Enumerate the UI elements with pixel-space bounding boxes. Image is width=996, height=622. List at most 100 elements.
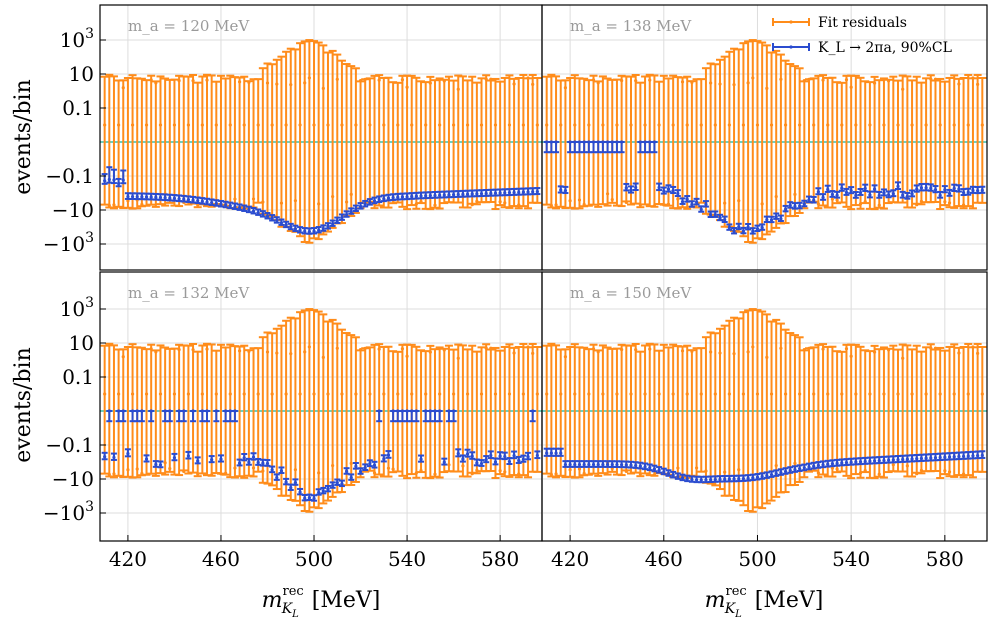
limit-point (924, 186, 928, 190)
limit-point (610, 463, 614, 467)
limit-point (289, 225, 293, 229)
fit-point (769, 123, 774, 127)
limit-point (377, 198, 381, 202)
limit-point (130, 409, 135, 413)
limit-point (489, 453, 493, 458)
limit-point (251, 209, 256, 213)
fit-point (452, 392, 456, 396)
limit-point (680, 200, 685, 204)
fit-point (872, 81, 877, 85)
limit-point (709, 478, 713, 482)
fit-point (317, 202, 321, 206)
limit-point (648, 140, 652, 144)
limit-point (587, 140, 591, 144)
limit-point (807, 465, 811, 469)
fit-point (354, 392, 358, 396)
limit-point (419, 457, 423, 461)
limit-point (573, 462, 577, 467)
fit-point (344, 200, 349, 204)
limit-point (233, 409, 237, 413)
fit-point (835, 467, 839, 471)
fit-point (335, 346, 339, 350)
fit-point (531, 351, 535, 355)
limit-point (774, 215, 778, 219)
limit-point (652, 140, 657, 144)
limit-point (363, 202, 367, 206)
limit-point (830, 462, 835, 466)
fit-point (331, 194, 335, 199)
limit-point (512, 190, 516, 195)
fit-point (340, 123, 344, 127)
limit-point (709, 213, 713, 217)
fit-point (349, 461, 353, 466)
fit-point (605, 192, 610, 196)
fit-point (849, 85, 853, 89)
limit-point (577, 462, 582, 467)
limit-point (121, 178, 125, 182)
limit-point (372, 463, 377, 467)
fit-point (559, 123, 563, 127)
data-layer (100, 39, 542, 244)
fit-point (224, 471, 228, 475)
fit-point (943, 200, 947, 204)
fit-point (563, 86, 568, 90)
y-tick-label: 103 (60, 295, 94, 321)
fit-point (844, 78, 849, 82)
fit-point (798, 123, 802, 127)
limit-point (563, 462, 568, 467)
fit-point (545, 392, 549, 396)
limit-point (549, 140, 553, 144)
limit-point (200, 199, 204, 204)
limit-point (144, 195, 149, 199)
fit-point (158, 392, 163, 396)
fit-point (629, 123, 633, 127)
limit-point (961, 454, 966, 458)
fit-point (158, 123, 163, 127)
limit-point (284, 480, 288, 484)
limit-point (783, 207, 788, 211)
limit-point (377, 409, 381, 413)
limit-point (186, 198, 190, 202)
limit-point (872, 459, 877, 463)
fit-point (629, 392, 633, 396)
fit-point (793, 461, 797, 466)
limit-point (765, 474, 769, 478)
limit-point (751, 229, 755, 233)
fit-point (910, 123, 914, 127)
fit-point (737, 199, 741, 203)
limit-point (382, 197, 386, 201)
limit-point (980, 188, 984, 193)
limit-point (391, 196, 395, 200)
fit-point (868, 123, 872, 127)
limit-point (154, 462, 158, 467)
limit-point (858, 190, 863, 195)
fit-point (284, 123, 288, 127)
fit-point (535, 123, 539, 127)
limit-point (830, 192, 835, 197)
limit-point (737, 477, 741, 481)
limit-point (391, 409, 395, 413)
panel-2: m_a = 138 MeV (541, 4, 988, 271)
fit-point (261, 469, 265, 473)
limit-point (666, 187, 671, 191)
limit-point (554, 140, 558, 144)
fit-point (256, 392, 260, 396)
limit-point (107, 409, 111, 413)
fit-point (307, 76, 311, 80)
limit-point (910, 192, 914, 196)
fit-point (177, 348, 181, 352)
fit-point (214, 392, 218, 396)
limit-point (344, 469, 349, 474)
limit-point (910, 457, 914, 461)
limit-point (303, 496, 307, 500)
limit-point (326, 487, 330, 491)
limit-point (177, 197, 181, 201)
limit-point (493, 460, 498, 464)
limit-point (270, 216, 274, 220)
limit-point (629, 188, 633, 192)
limit-point (915, 457, 919, 461)
limit-point (849, 460, 853, 464)
